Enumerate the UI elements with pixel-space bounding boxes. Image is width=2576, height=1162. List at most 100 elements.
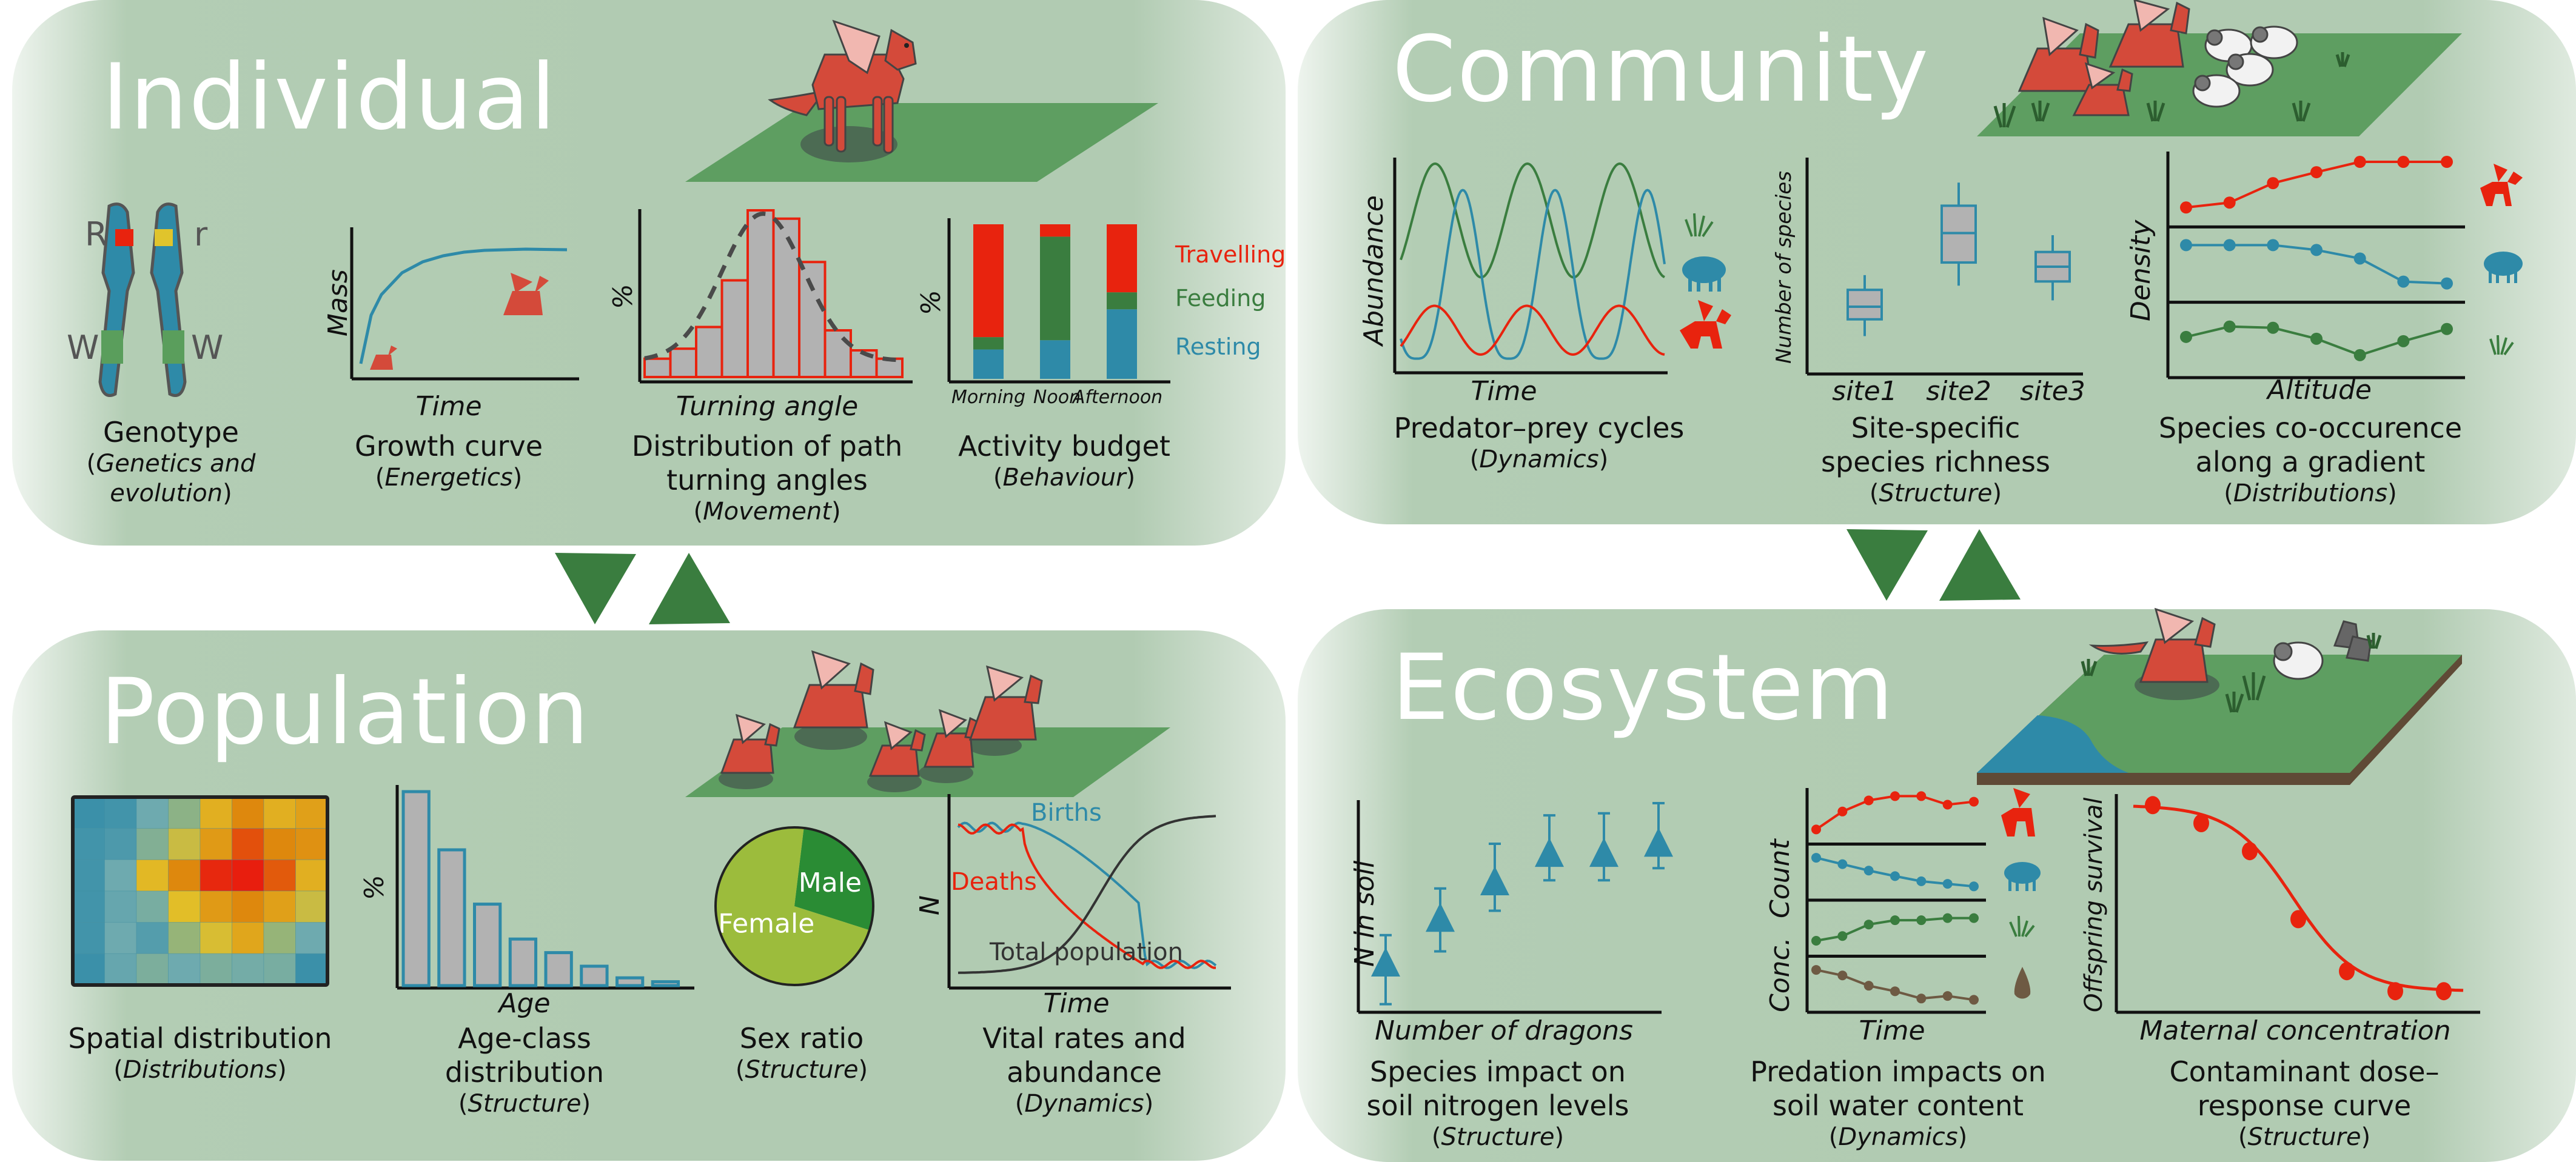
histogram-bar xyxy=(669,347,697,378)
allele-label-W-right: W xyxy=(191,329,223,367)
heatmap-cell xyxy=(263,859,296,892)
caption-growth: Growth curve (Energetics) xyxy=(354,430,543,492)
box-xtick-label: site3 xyxy=(2020,376,2085,407)
data-point xyxy=(1890,871,1900,881)
total-population-label: Total population xyxy=(990,938,1183,966)
activity-xtick-label: Noon xyxy=(1033,387,1081,408)
box-xtick-label: site1 xyxy=(1832,376,1897,407)
heatmap-cell xyxy=(200,953,232,986)
data-point xyxy=(1811,824,1821,835)
data-point xyxy=(1837,931,1848,941)
ground-tile xyxy=(685,103,1158,182)
histogram-bar xyxy=(695,326,723,378)
arrow-up-icon xyxy=(649,553,730,624)
grass-icon xyxy=(2009,915,2035,938)
heatmap-cell xyxy=(104,828,137,860)
caption-soil-nitrogen: Species impact on soil nitrogen levels (… xyxy=(1366,1055,1629,1152)
pie-slice-female xyxy=(716,827,870,985)
histogram-bar xyxy=(746,209,775,378)
data-point xyxy=(1863,920,1874,930)
chromosome-right xyxy=(150,202,187,397)
caption-title: Distribution of path xyxy=(631,430,903,462)
data-point xyxy=(1942,800,1953,810)
data-point xyxy=(2267,177,2279,190)
data-point xyxy=(2180,239,2192,252)
age-bar xyxy=(473,903,502,987)
heatmap-cell xyxy=(295,953,328,986)
age-bar xyxy=(544,951,573,987)
stacked-bar-segment xyxy=(973,224,1004,338)
water-ylabel-conc: Conc. xyxy=(1765,937,1796,1012)
heatmap-cell xyxy=(104,796,137,829)
activity-xtick-label: Morning xyxy=(951,387,1025,408)
stacked-bar-segment xyxy=(1107,309,1137,379)
data-point xyxy=(1916,876,1927,886)
caption-title: Contaminant dose– xyxy=(2169,1055,2440,1088)
soiln-ylabel: N in soil xyxy=(1349,860,1380,967)
normal-curve-line xyxy=(644,211,903,362)
caption-title: Predator–prey cycles xyxy=(1394,412,1685,444)
stacked-bar-segment xyxy=(1040,340,1070,379)
dragon-icon xyxy=(2480,164,2523,206)
caption-title-2: soil water content xyxy=(1772,1089,2024,1123)
triangle-marker xyxy=(1371,947,1400,977)
caption-title-2: distribution xyxy=(444,1056,605,1089)
heatmap-cell xyxy=(168,796,201,829)
data-point xyxy=(2223,320,2236,333)
pie-label: Male xyxy=(799,867,862,898)
panel-title: Individual xyxy=(102,45,557,150)
caption-title: Age-class xyxy=(458,1022,591,1055)
allele-label-W-left: W xyxy=(67,329,99,367)
chromosome-left xyxy=(98,202,135,397)
series-line-sheep xyxy=(1400,189,1666,360)
stacked-bar-segment xyxy=(1040,224,1070,237)
heatmap-cell xyxy=(136,828,169,860)
deaths-line xyxy=(958,823,1216,969)
heatmap-cell xyxy=(200,828,232,860)
caption-subtitle: Energetics xyxy=(384,464,513,492)
heatmap-cell xyxy=(136,890,169,923)
ground-tile xyxy=(1977,655,2462,773)
data-point xyxy=(2397,335,2410,347)
data-point xyxy=(1837,859,1848,869)
heatmap-cell xyxy=(232,953,264,986)
data-point xyxy=(1916,915,1927,926)
heatmap-cell xyxy=(232,828,264,860)
data-point xyxy=(2145,796,2161,815)
triangle-marker xyxy=(1589,838,1618,867)
dragon-large-icon xyxy=(503,273,549,315)
growth-series-line xyxy=(359,247,568,364)
sigmoid-fit-line xyxy=(2133,804,2464,992)
data-point xyxy=(2387,982,2403,1001)
sheep-icon xyxy=(2273,641,2324,680)
heatmap-cell xyxy=(168,953,201,986)
data-point xyxy=(1890,986,1900,997)
data-point xyxy=(2180,201,2192,214)
heatmap-cell xyxy=(295,828,328,860)
histogram-bar xyxy=(643,357,672,378)
caption-title-2: along a gradient xyxy=(2195,446,2426,479)
grass-icon xyxy=(1685,213,1714,238)
box-iqr xyxy=(1846,289,1883,321)
caption-spatial: Spatial distribution (Distributions) xyxy=(68,1022,332,1084)
heatmap-cell xyxy=(295,890,328,923)
caption-subtitle: Movement xyxy=(703,498,831,526)
heatmap-cell xyxy=(232,922,264,954)
caption-subtitle: Structure xyxy=(468,1090,582,1118)
hist-xlabel: Turning angle xyxy=(676,391,859,422)
data-point xyxy=(2397,275,2410,288)
genotype-chromosomes: R r W W xyxy=(67,202,223,397)
data-point xyxy=(2267,239,2279,252)
caption-title: Species impact on xyxy=(1370,1055,1626,1088)
dragon-icon xyxy=(2018,0,2190,116)
heatmap-cell xyxy=(136,796,169,829)
caption-movement: Distribution of path turning angles (Mov… xyxy=(631,430,903,526)
age-bar xyxy=(437,848,466,987)
age-ylabel: % xyxy=(359,875,390,900)
data-point xyxy=(2353,349,2366,361)
caption-title: Predation impacts on xyxy=(1750,1055,2046,1088)
dragon-icon xyxy=(2088,607,2216,683)
box-ylabel: Number of species xyxy=(1772,171,1796,364)
data-point xyxy=(1863,795,1874,806)
data-point xyxy=(2441,277,2453,290)
